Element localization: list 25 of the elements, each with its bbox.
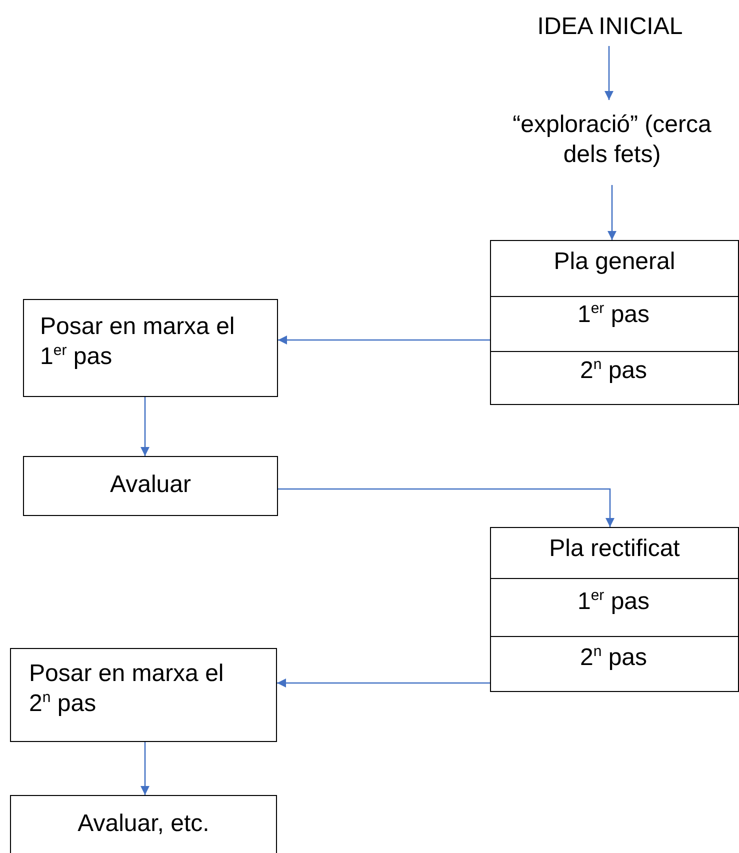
arrow	[278, 488, 614, 527]
step-label: 2$^{n}$ pas	[578, 356, 648, 386]
box-label: Avaluar, etc.	[76, 809, 210, 839]
arrow	[604, 46, 614, 100]
box-label: Avaluar	[109, 470, 192, 500]
plan-table	[490, 527, 739, 692]
arrow	[140, 397, 150, 456]
step-label: 1$^{er}$ pas	[576, 300, 651, 330]
process-box	[10, 648, 277, 742]
box-label: Posar en marxa el 1$^{er}$ pas	[40, 312, 236, 372]
arrow	[277, 678, 490, 688]
plan-table	[490, 240, 739, 405]
step-text: “exploració” (cerca dels fets)	[512, 110, 712, 170]
arrow	[608, 185, 616, 240]
box-label: Pla rectificat	[548, 534, 681, 564]
step-label: 2$^{n}$ pas	[578, 643, 648, 673]
arrow	[140, 742, 150, 795]
process-box	[23, 456, 278, 516]
heading-text: IDEA INICIAL	[536, 12, 684, 42]
process-box	[23, 299, 278, 397]
step-label: 1$^{er}$ pas	[576, 587, 651, 617]
box-label: Pla general	[552, 247, 676, 277]
arrow	[278, 336, 490, 344]
process-box	[10, 795, 277, 853]
box-label: Posar en marxa el 2$^{n}$ pas	[29, 659, 225, 719]
